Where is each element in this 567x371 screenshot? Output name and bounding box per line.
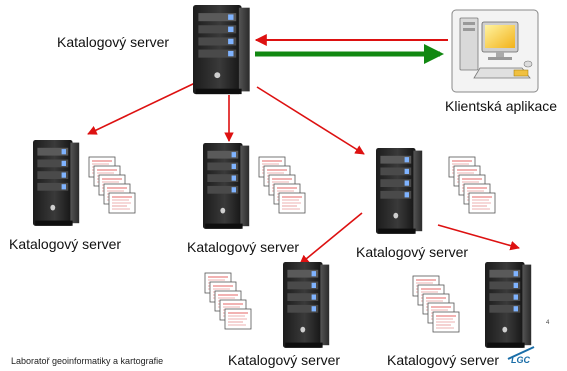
node-label-server-bottom-left: Katalogový server xyxy=(228,352,341,368)
node-label-client: Klientská aplikace xyxy=(445,98,558,114)
server-tower-icon xyxy=(376,148,423,234)
edge-right-to-bottom-right xyxy=(437,224,520,251)
footer-text: Laboratoř geoinformatiky a kartografie xyxy=(11,356,164,366)
page-number: 4 xyxy=(546,320,550,326)
node-label-server-left: Katalogový server xyxy=(9,236,122,252)
node-label-root-server: Katalogový server xyxy=(57,34,170,50)
node-label-server-bottom-right: Katalogový server xyxy=(387,352,500,368)
node-label-server-right: Katalogový server xyxy=(356,244,469,260)
edge-root-to-left xyxy=(87,82,196,135)
edge-right-to-bottom-left xyxy=(299,212,363,265)
logo-text: LGC xyxy=(511,355,530,365)
document-stack-icon xyxy=(205,273,251,329)
server-tower-icon xyxy=(203,143,250,229)
document-stack-icon xyxy=(259,157,305,213)
workstation-icon xyxy=(451,9,539,93)
document-stack-icon xyxy=(413,276,459,332)
server-tower-icon xyxy=(33,140,80,226)
edge-root-to-right xyxy=(256,86,365,155)
node-label-server-middle: Katalogový server xyxy=(187,239,300,255)
document-stack-icon xyxy=(89,157,135,213)
document-stack-icon xyxy=(449,157,495,213)
server-tower-icon xyxy=(283,262,330,348)
server-tower-icon xyxy=(193,5,250,95)
lgc-logo-icon: LGC xyxy=(507,346,535,365)
server-tower-icon xyxy=(485,262,532,348)
